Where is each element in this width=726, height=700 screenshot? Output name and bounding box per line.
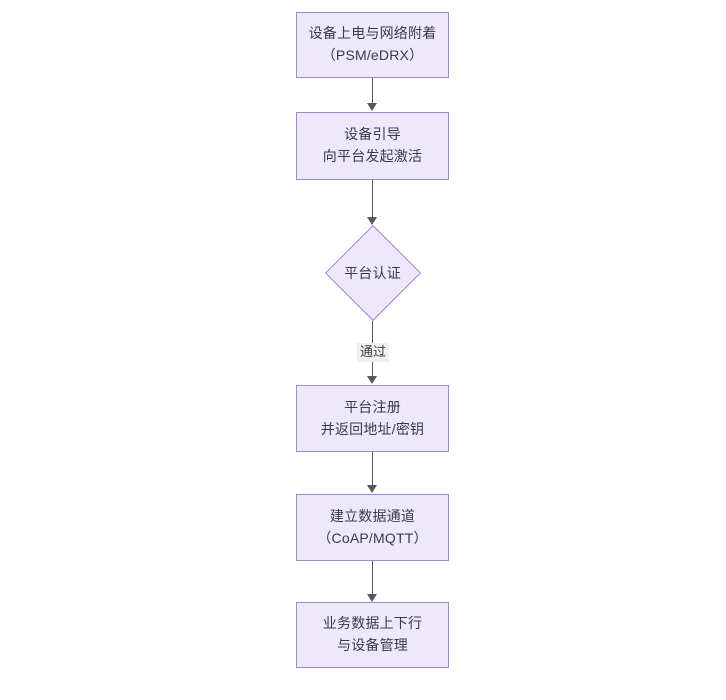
- flow-node-device-bootstrap-line2: 向平台发起激活: [322, 148, 423, 164]
- flow-node-data-channel-line1: 建立数据通道: [329, 507, 416, 524]
- arrowhead-n5-n6: [367, 594, 377, 602]
- edge-label-pass: 通过: [356, 343, 390, 362]
- arrowhead-n2-n3: [367, 217, 377, 225]
- flow-node-platform-register[interactable]: 平台注册 并返回地址/密钥: [296, 385, 449, 452]
- flow-node-platform-register-line2: 并返回地址/密钥: [320, 420, 425, 437]
- flow-node-power-on-line2: （PSM/eDRX）: [321, 47, 424, 63]
- flow-node-data-channel-line2: （CoAP/MQTT）: [317, 529, 428, 546]
- connector-n2-n3: [372, 180, 374, 218]
- flow-node-platform-auth-label: 平台认证: [344, 264, 401, 281]
- flow-node-device-bootstrap-line1: 设备引导: [344, 126, 401, 143]
- flow-node-power-on-line1: 设备上电与网络附着: [308, 25, 437, 42]
- connector-n1-n2: [372, 78, 374, 104]
- flow-node-platform-auth[interactable]: 平台认证: [324, 224, 421, 322]
- flow-node-platform-register-line1: 平台注册: [344, 398, 401, 415]
- flow-node-business-data-line1: 业务数据上下行: [322, 615, 423, 632]
- flow-node-device-bootstrap[interactable]: 设备引导 向平台发起激活: [296, 112, 449, 180]
- arrowhead-n1-n2: [367, 103, 377, 111]
- connector-n5-n6: [372, 561, 374, 595]
- flow-node-power-on[interactable]: 设备上电与网络附着 （PSM/eDRX）: [296, 12, 449, 78]
- arrowhead-n4-n5: [367, 485, 377, 493]
- flow-node-data-channel[interactable]: 建立数据通道 （CoAP/MQTT）: [296, 494, 449, 561]
- arrowhead-n3-n4: [367, 376, 377, 384]
- flow-node-business-data[interactable]: 业务数据上下行 与设备管理: [296, 602, 449, 668]
- flow-node-business-data-line2: 与设备管理: [337, 637, 408, 653]
- connector-n4-n5: [372, 452, 374, 486]
